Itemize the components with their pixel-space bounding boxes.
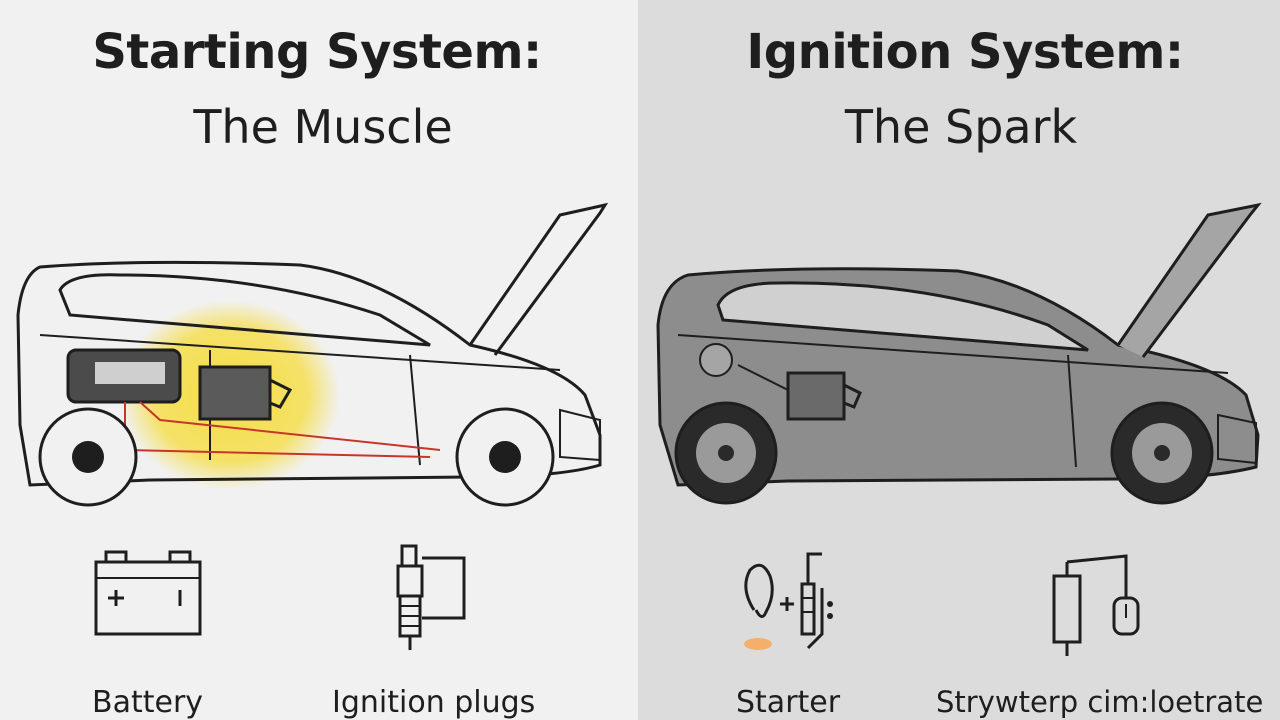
car-window	[58, 273, 431, 347]
spark-plug-icon	[396, 544, 466, 650]
coil-icon	[1052, 554, 1140, 656]
car-grey-illustration	[656, 202, 1262, 505]
car-hood	[468, 202, 609, 356]
battery-icon	[94, 550, 202, 636]
starter-icon	[744, 552, 833, 650]
car-window	[716, 281, 1089, 352]
car-body	[16, 260, 602, 487]
ignition-system-panel: Ignition System: The Spark	[638, 0, 1280, 720]
ignition-plugs-caption: Ignition plugs	[332, 685, 536, 720]
car-hood	[1116, 202, 1262, 358]
battery-caption: Battery	[92, 685, 204, 720]
car-coil-box	[786, 371, 846, 421]
starting-system-title: Starting System:	[92, 24, 542, 80]
ignition-system-subtitle: The Spark	[844, 100, 1078, 154]
starting-system-subtitle: The Muscle	[193, 100, 453, 154]
ignition-system-title: Ignition System:	[746, 24, 1184, 80]
starting-system-panel: Starting System: The Muscle	[0, 0, 638, 720]
car-starter-motor	[198, 365, 272, 421]
starter-caption: Starter	[736, 685, 841, 720]
car-outline-illustration	[16, 202, 609, 507]
coil-caption: Strywterp cim:loetrate	[936, 685, 1264, 719]
